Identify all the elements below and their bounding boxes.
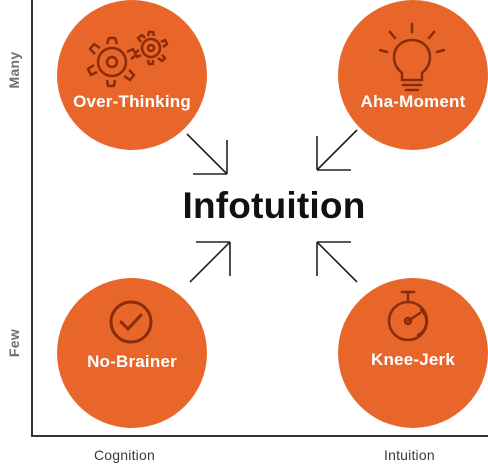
y-axis-label-many: Many	[6, 51, 22, 89]
center-title: Infotuition	[182, 185, 366, 226]
quadrant-no-brainer: No-Brainer	[57, 278, 207, 428]
x-axis-line	[31, 435, 488, 437]
y-axis-label-few: Few	[6, 328, 22, 358]
quadrant-knee-jerk: Knee-Jerk	[338, 278, 488, 428]
y-axis-line	[31, 0, 33, 437]
quadrant-over-thinking: Over-Thinking	[57, 0, 207, 150]
checkmark-circle-icon	[109, 300, 153, 344]
x-axis-label-cognition: Cognition	[94, 447, 155, 463]
quadrant-label: Knee-Jerk	[370, 350, 455, 369]
arrow-down-left-icon	[316, 129, 358, 171]
quadrant-label: Over-Thinking	[73, 92, 191, 111]
arrow-down-right-icon	[186, 133, 228, 175]
lightbulb-icon	[378, 22, 446, 92]
x-axis-label-intuition: Intuition	[384, 447, 435, 463]
gears-icon	[86, 30, 169, 88]
arrow-up-right-icon	[189, 241, 231, 283]
stopwatch-icon	[387, 290, 429, 342]
quadrant-label: Aha-Moment	[360, 92, 466, 111]
arrow-up-left-icon	[316, 241, 358, 283]
quadrant-label: No-Brainer	[87, 352, 177, 371]
quadrant-aha-moment: Aha-Moment	[338, 0, 488, 150]
